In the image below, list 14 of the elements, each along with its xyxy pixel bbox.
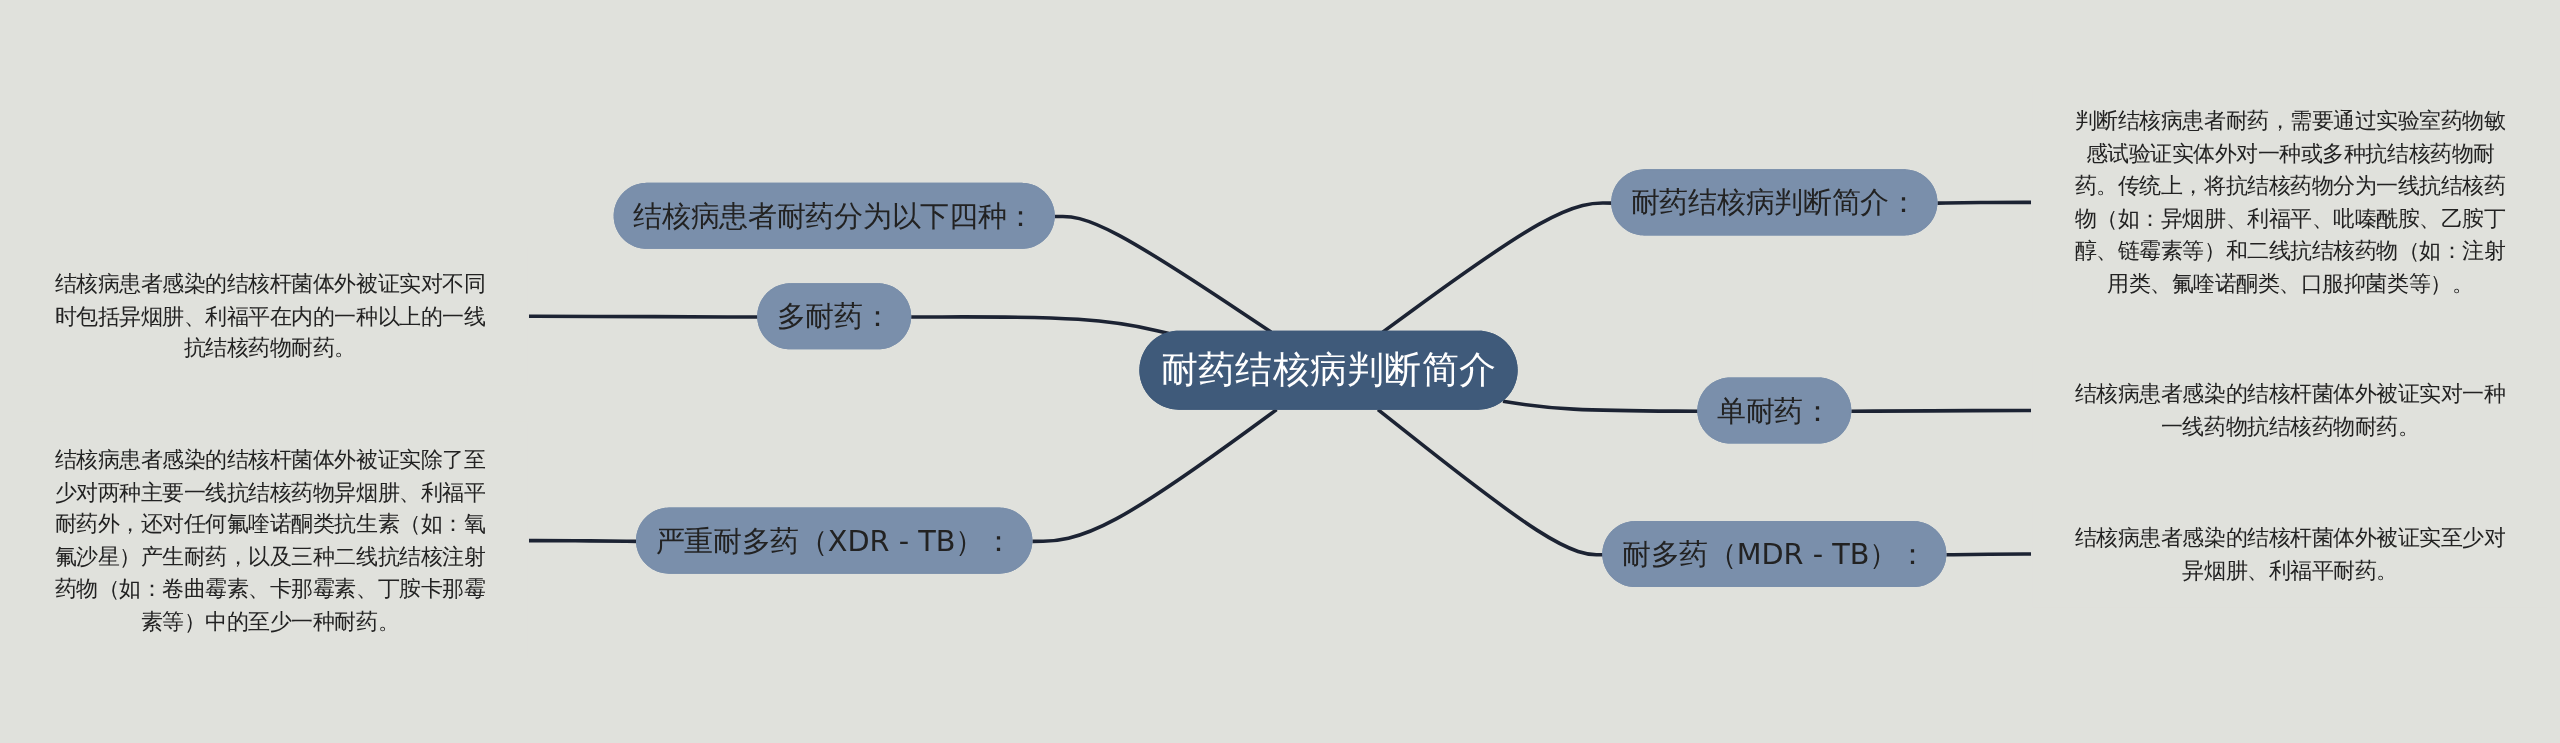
connector	[911, 315, 1170, 336]
connector	[528, 314, 759, 319]
connector	[1851, 408, 2032, 414]
node-text: 判断结核病患者耐药，需要通过实验室药物敏感试验证实体外对一种或多种抗结核药物耐药。传统上，将抗结核药物分为一线抗结核药物（如：异烟肼、利福平、吡嗪酰胺、乙胺丁醇、链霉素等）和二线抗结核药物（如：注射用类、氟喹诺酮类、口服抑菌类等）。	[2074, 108, 2506, 296]
connector	[1937, 200, 2032, 205]
connector	[528, 538, 638, 544]
node-text: 结核病患者感染的结核杆菌体外被证实除了至少对两种主要一线抗结核药物异烟肼、利福平耐药外，还对任何氟喹诺酮类抗生素（如：氧氟沙星）产生耐药，以及三种二线抗结核注射药物（如：卷曲霉素、卡那霉素、丁胺卡那霉素等）中的至少一种耐药。	[54, 446, 486, 634]
connector	[1032, 408, 1278, 544]
node-text: 结核病患者感染的结核杆菌体外被证实对不同时包括异烟肼、利福平在内的一种以上的一线抗结核药物耐药。	[54, 270, 486, 362]
connector	[1502, 399, 1699, 414]
node-text: 结核病患者感染的结核杆菌体外被证实至少对异烟肼、利福平耐药。	[2074, 524, 2506, 583]
connector	[1946, 552, 2032, 557]
node-text: 结核病患者感染的结核杆菌体外被证实对一种一线药物抗结核药物耐药。	[2074, 381, 2506, 440]
connector	[1376, 408, 1604, 557]
